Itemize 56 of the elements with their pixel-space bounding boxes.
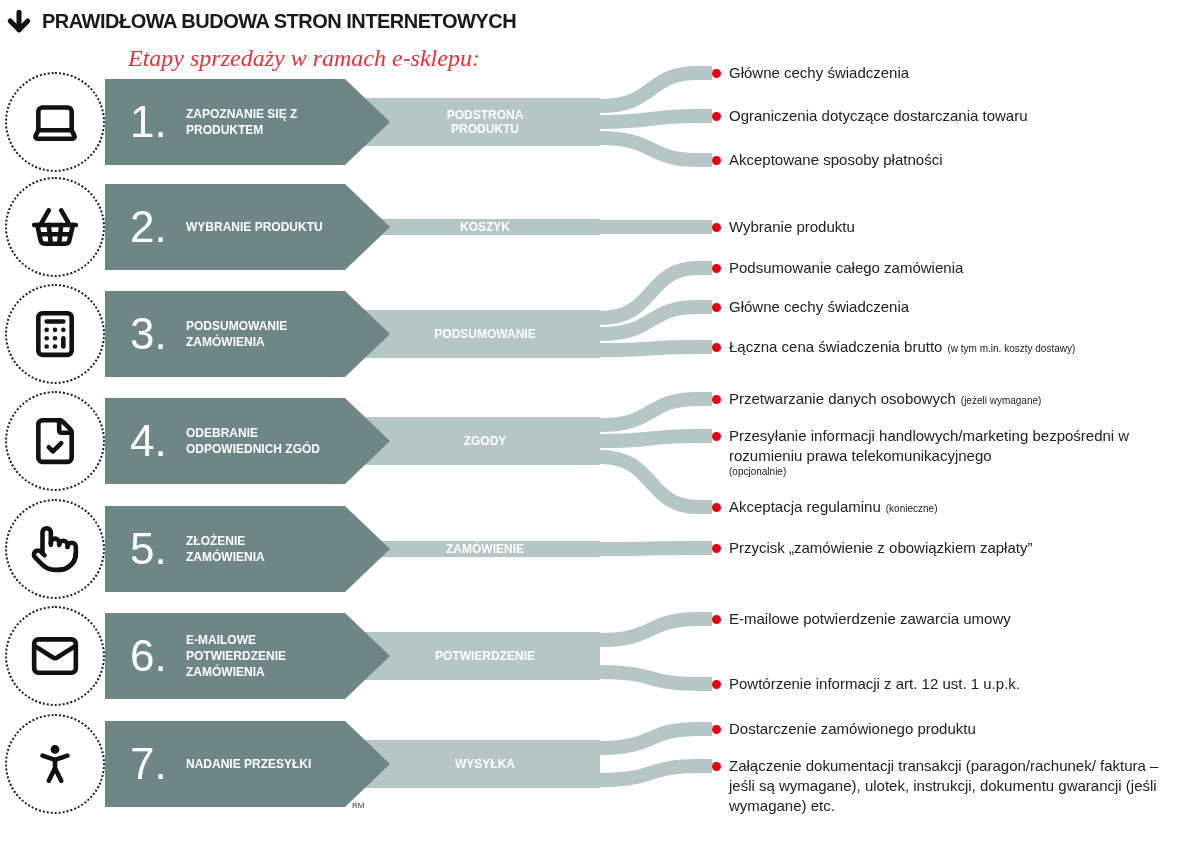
step-number: 4. (130, 416, 167, 466)
step-number: 1. (130, 97, 167, 147)
item-text: Przetwarzanie danych osobowych (jeżeli wymagane) (729, 389, 1042, 409)
step-title: ZŁOŻENIE ZAMÓWIENIA (186, 533, 266, 565)
step-title: ZAPOZNANIE SIĘ Z PRODUKTEM (186, 106, 299, 138)
item-text: Dostarczenie zamówionego produktu (729, 719, 976, 739)
item-text: Główne cechy świadczenia (729, 297, 910, 317)
step-title: NADANIE PRZESYŁKI (186, 756, 313, 772)
ribbon-connector (599, 429, 712, 448)
page-name: PODSTRONA PRODUKTU (445, 108, 525, 136)
step-title: ODEBRANIE ODPOWIEDNICH ZGÓD (186, 425, 321, 457)
item-text: Akceptacja regulaminu (konieczne) (729, 497, 938, 517)
page-name: ZGODY (462, 434, 508, 448)
ribbon-connector (599, 722, 712, 755)
item-text: Przycisk „zamówienie z obowiązkiem zapłaty” (729, 538, 1033, 558)
ribbon-connector (599, 131, 712, 167)
page-name: PODSUMOWANIE (433, 327, 537, 341)
item-text: Główne cechy świadczenia (729, 63, 910, 83)
subtitle: Etapy sprzedaży w ramach e-sklepu: (128, 44, 480, 73)
ribbon-connector (599, 450, 712, 514)
ribbon-connector (599, 340, 712, 357)
page-band (390, 541, 600, 557)
step-number: 3. (130, 309, 167, 359)
item-text: Powtórzenie informacji z art. 12 ust. 1 u.p.k. (729, 674, 1020, 694)
step-number: 2. (130, 202, 167, 252)
item-text: Ograniczenia dotyczące dostarczania towaru (729, 106, 1028, 126)
step-number: 7. (130, 739, 167, 789)
item-text: Akceptowane sposoby płatności (729, 150, 943, 170)
ribbon-connector (600, 220, 712, 234)
title: PRAWIDŁOWA BUDOWA STRON INTERNETOWYCH (42, 9, 517, 34)
item-text: Łączna cena świadczenia brutto (w tym m.in. koszty dostawy) (729, 337, 1076, 357)
ribbon-connector (599, 66, 712, 113)
page-name: ZAMÓWIENIE (445, 542, 525, 556)
page-band (390, 219, 600, 235)
step-title: WYBRANIE PRODUKTU (186, 219, 324, 235)
ribbon-connector (599, 665, 712, 691)
ribbon-connector (599, 300, 712, 341)
step-number: 6. (130, 631, 167, 681)
item-text: Przesyłanie informacji handlowych/marketing bezpośredni w rozumieniu prawa telekomunikacyjnego (opcjonalnie) (729, 426, 1131, 478)
page-name: POTWIERDZENIE (434, 649, 536, 663)
ribbon-connector (599, 109, 712, 129)
author-initials: RM (352, 800, 365, 812)
step-title: PODSUMOWANIE ZAMÓWIENIA (186, 318, 289, 350)
ribbon-connector (599, 612, 712, 647)
item-text: Wybranie produktu (729, 217, 855, 237)
page-name: KOSZYK (459, 220, 511, 234)
step-number: 5. (130, 524, 167, 574)
ribbon-connector (599, 759, 712, 787)
item-text: E-mailowe potwierdzenie zawarcia umowy (729, 609, 1011, 629)
ribbon-connector (600, 541, 712, 556)
item-text: Załączenie dokumentacji transakcji (paragon/rachunek/ faktura – jeśli są wymagane), ulotek, instrukcji, dokumentu gwarancji (jeśli wymagane) etc. (729, 756, 1160, 816)
step-title: E-MAILOWE POTWIERDZENIE ZAMÓWIENIA (186, 632, 287, 680)
item-text: Podsumowanie całego zamówienia (729, 258, 964, 278)
ribbon-connector (599, 261, 712, 325)
page-name: WYSYŁKA (454, 757, 516, 771)
ribbon-connector (599, 392, 712, 432)
